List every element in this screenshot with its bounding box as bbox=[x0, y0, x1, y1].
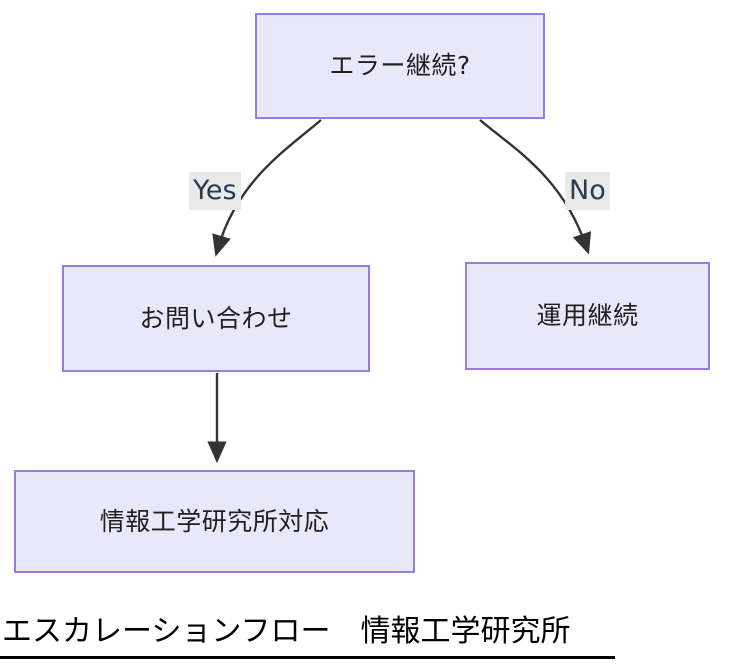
node-error-continues-decision[interactable]: エラー継続? bbox=[255, 13, 545, 119]
node-continue-operations[interactable]: 運用継続 bbox=[465, 262, 710, 370]
edge-label-no: No bbox=[565, 172, 610, 210]
caption-bar: エスカレーションフロー 情報工学研究所 bbox=[0, 612, 740, 668]
node-lab-response[interactable]: 情報工学研究所対応 bbox=[14, 470, 415, 573]
node-inquiry[interactable]: お問い合わせ bbox=[62, 265, 370, 372]
node-lab-response-label: 情報工学研究所対応 bbox=[99, 506, 330, 536]
edge-label-yes: Yes bbox=[189, 172, 241, 210]
diagram-caption: エスカレーションフロー 情報工学研究所 bbox=[2, 614, 571, 649]
caption-underline bbox=[0, 656, 615, 659]
node-decision-label: エラー継続? bbox=[329, 51, 471, 80]
node-continue-ops-label: 運用継続 bbox=[536, 301, 639, 330]
node-inquiry-label: お問い合わせ bbox=[139, 303, 293, 333]
